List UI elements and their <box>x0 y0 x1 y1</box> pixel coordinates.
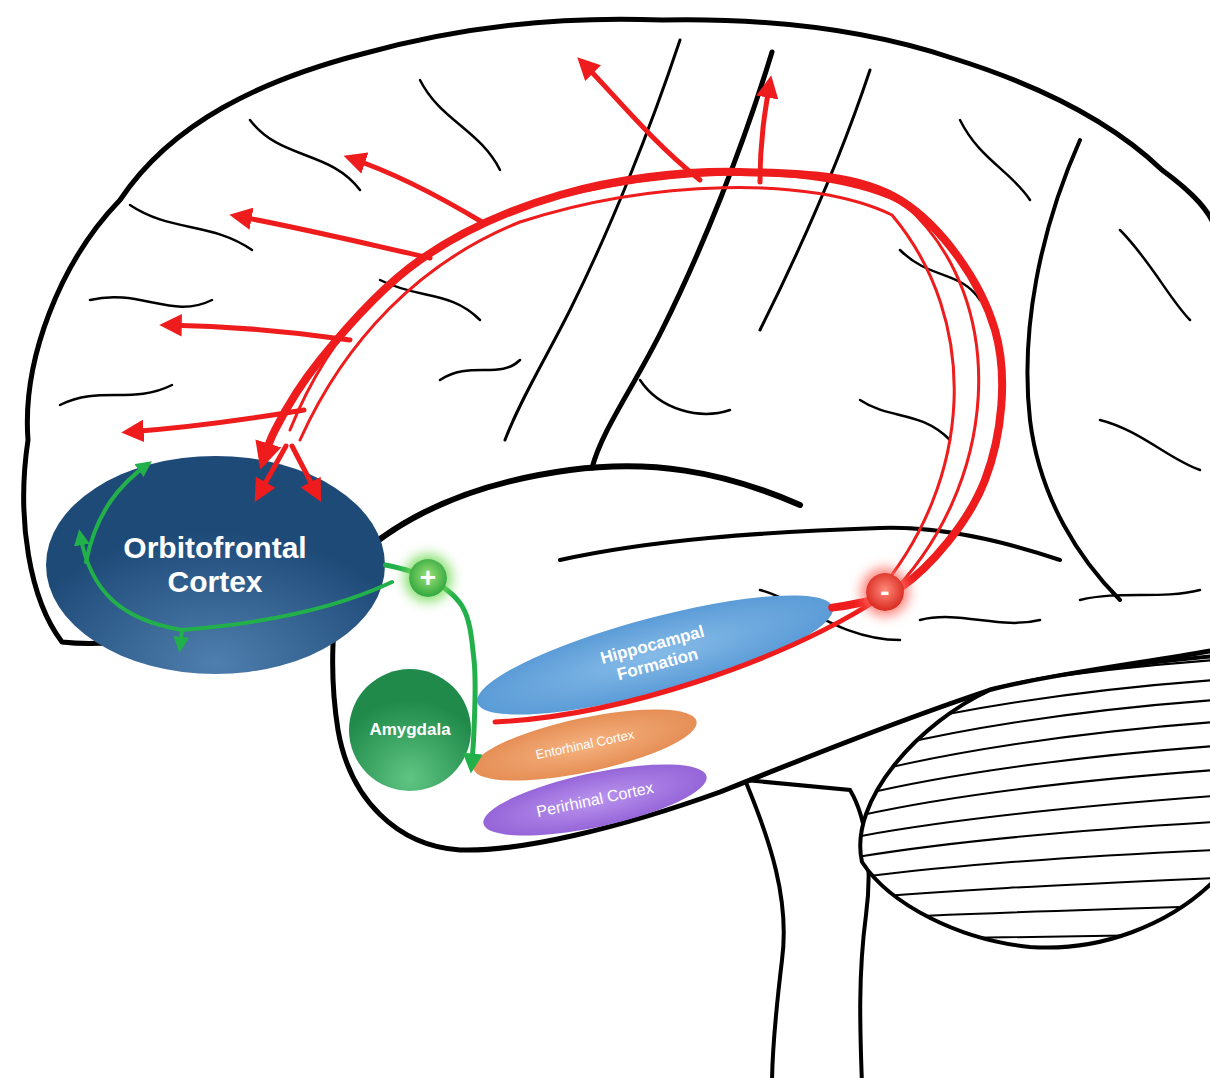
sulcus-line <box>60 385 172 405</box>
fibre-strand <box>495 598 880 722</box>
sulcus-line <box>90 297 212 307</box>
brainstem-outline <box>745 780 869 1078</box>
region-fill <box>478 750 712 850</box>
sulcus-line <box>640 380 730 414</box>
cerebellum-folia <box>840 660 1210 720</box>
region-label: Orbitofrontal Cortex <box>90 531 340 600</box>
cerebellum-folia <box>840 934 1210 940</box>
cerebellum-folia <box>840 850 1210 880</box>
precentral-sulcus <box>505 40 680 440</box>
sulcus-line <box>250 120 360 190</box>
projection-arrow <box>86 464 148 562</box>
parieto-occipital-sulcus <box>1027 140 1120 600</box>
fibre-branch-arrow <box>166 325 350 340</box>
temporal-sulcus <box>560 528 1060 560</box>
fibre-branch-arrow <box>582 62 700 180</box>
region-label: Amygdala <box>369 720 450 740</box>
sulcus-line <box>960 120 1030 200</box>
sulcus-line <box>380 280 480 320</box>
sign-label: - <box>880 578 889 606</box>
cerebellum-folia <box>840 746 1210 800</box>
cerebellum-folia <box>840 822 1210 860</box>
cortex-region: Orbitofrontal Cortex <box>45 455 386 675</box>
projection-arrow <box>263 172 1002 608</box>
cerebellum-folia <box>840 906 1210 920</box>
projection-arrow <box>180 630 182 648</box>
fibre-strand <box>290 174 979 600</box>
projection-arrow <box>386 565 476 768</box>
sulcus-line <box>420 80 500 170</box>
sign-label: + <box>420 564 436 592</box>
sulcus-line <box>1080 590 1200 600</box>
fibre-branch-arrow <box>236 216 430 258</box>
sulcus-line <box>920 617 1040 623</box>
sulcus-line <box>130 205 252 250</box>
fibre-branch-arrow <box>292 446 318 496</box>
sulcus-line <box>900 250 980 300</box>
fibre-branch-arrow <box>760 82 770 182</box>
cerebellum-folia <box>840 796 1210 840</box>
fibre-strand <box>300 188 954 596</box>
region-fill <box>46 456 385 674</box>
fibre-branch-arrow <box>350 158 482 222</box>
postcentral-sulcus <box>760 70 870 330</box>
sign-badge: + <box>409 559 447 597</box>
central-sulcus <box>592 52 772 468</box>
amygdala-circle: Amygdala <box>348 668 472 792</box>
region-fill <box>349 669 471 791</box>
cerebellum-folia <box>840 878 1210 900</box>
sign-badge: - <box>866 573 904 611</box>
sulcus-line <box>440 360 520 380</box>
sulcus-line <box>1120 230 1190 320</box>
cerebellum-folia <box>840 680 1210 740</box>
sulcus-line <box>860 400 950 440</box>
sulcus-line <box>1100 420 1200 470</box>
fibre-branch-arrow <box>258 446 286 496</box>
projection-strand <box>182 582 392 630</box>
projection-arrow <box>80 534 182 630</box>
fibre-branch-arrow <box>128 410 304 432</box>
